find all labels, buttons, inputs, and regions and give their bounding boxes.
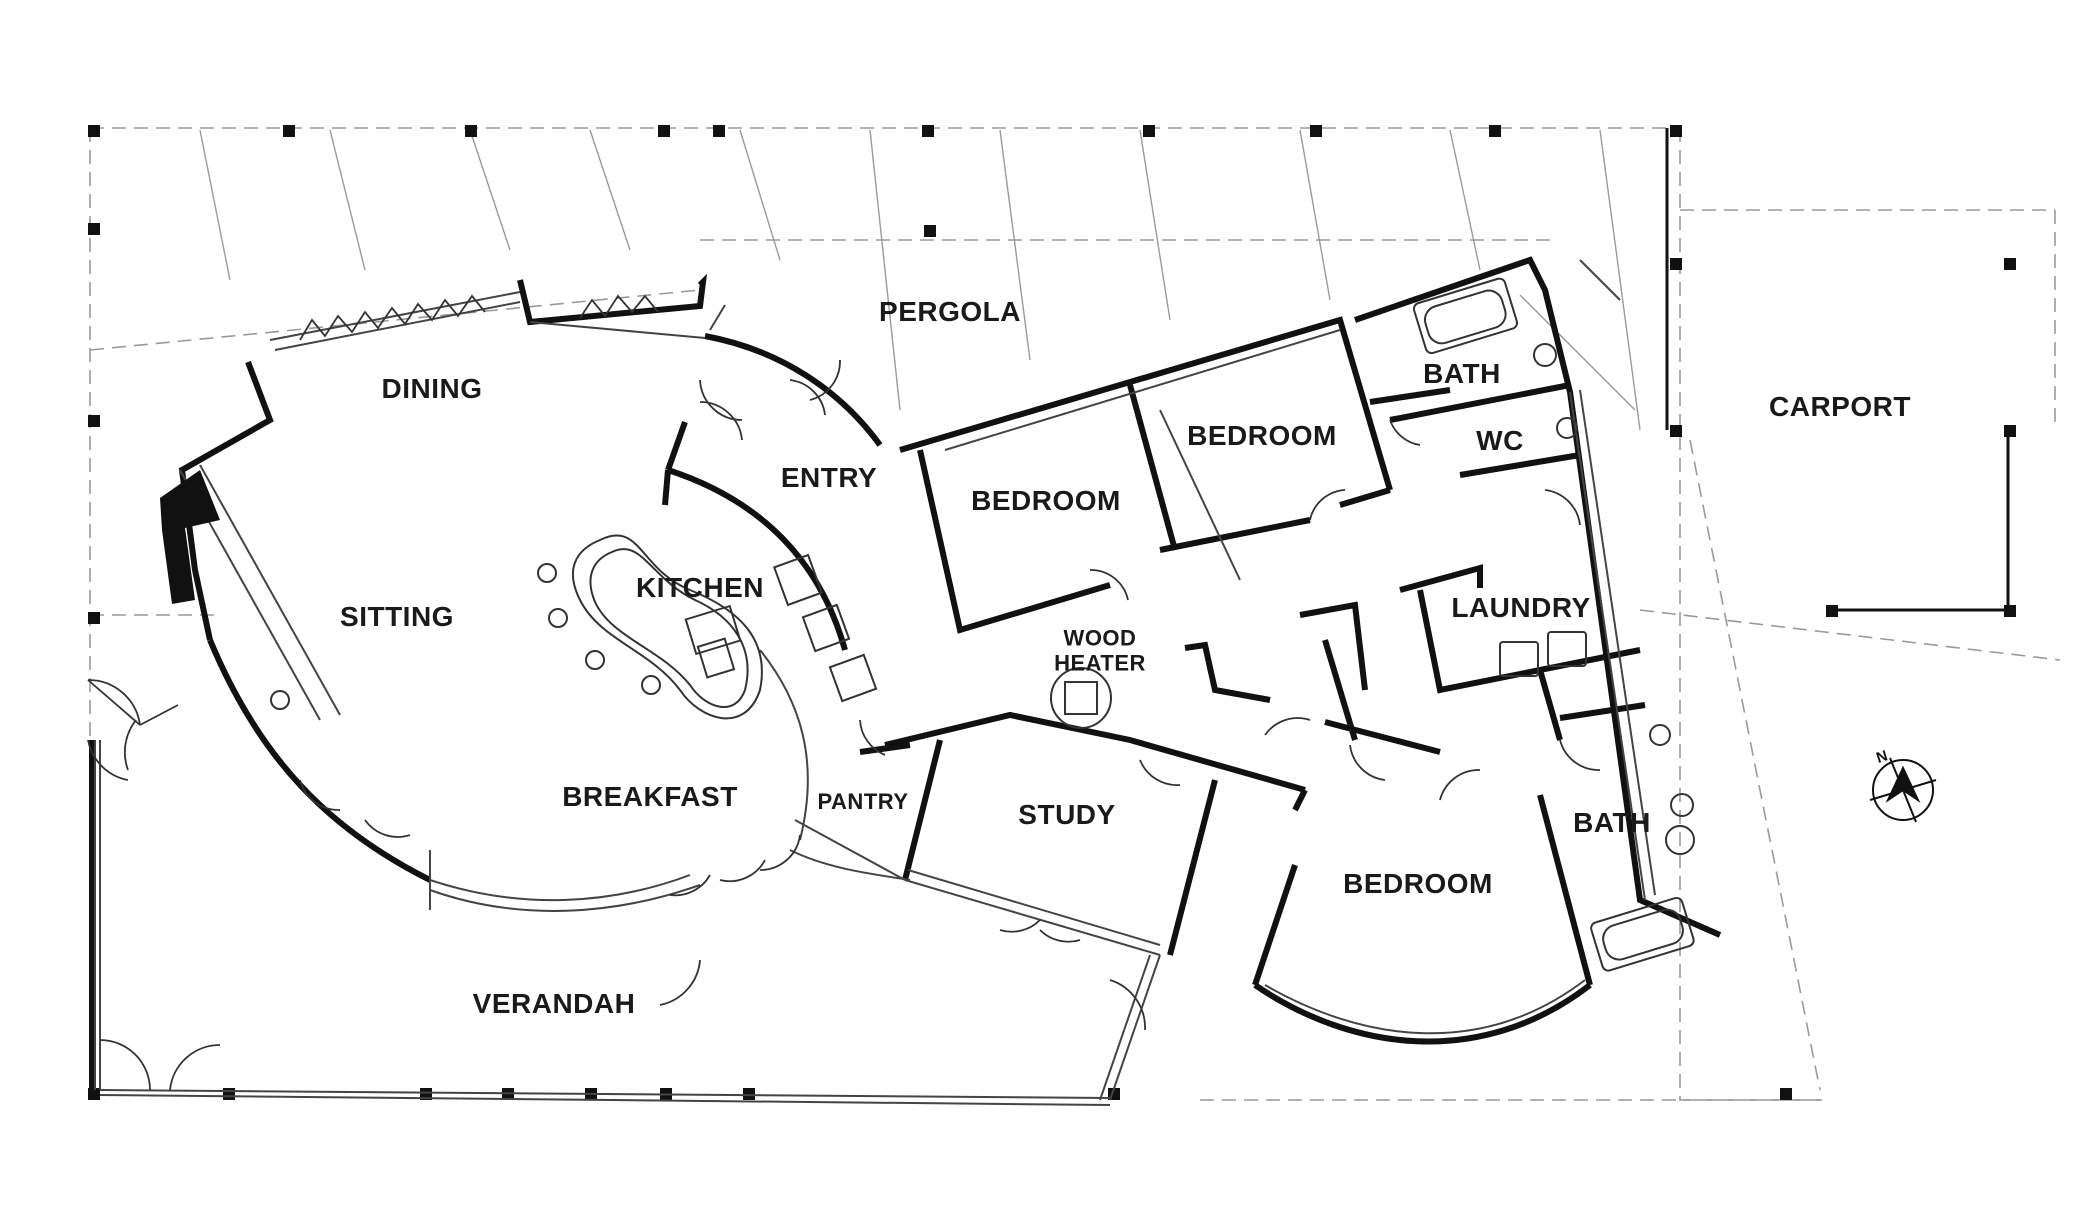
- bifold-doors: [299, 294, 659, 341]
- label-wood: WOOD: [1063, 625, 1137, 651]
- building-walls: [89, 256, 1722, 1093]
- label-kitchen: KITCHEN: [636, 572, 764, 603]
- label-bath-2: BATH: [1573, 807, 1651, 838]
- label-bath-1: BATH: [1423, 358, 1501, 389]
- doors: [87, 359, 1601, 1091]
- label-breakfast: BREAKFAST: [562, 781, 738, 812]
- label-wood-heater: WOOD HEATER: [1054, 626, 1146, 677]
- pergola-rafters: [199, 129, 1641, 431]
- label-study: STUDY: [1018, 799, 1116, 830]
- label-pergola: PERGOLA: [879, 296, 1021, 327]
- label-pantry: PANTRY: [817, 789, 909, 814]
- label-bedroom-3: BEDROOM: [1343, 868, 1493, 899]
- label-verandah: VERANDAH: [472, 988, 636, 1019]
- label-carport: CARPORT: [1769, 391, 1911, 422]
- fixtures: [270, 277, 1695, 972]
- label-heater: HEATER: [1054, 651, 1146, 676]
- label-dining: DINING: [381, 373, 483, 404]
- label-wc: WC: [1476, 425, 1524, 456]
- label-bedroom-1: BEDROOM: [971, 485, 1121, 516]
- feature-wall: [160, 470, 220, 604]
- label-bedroom-2: BEDROOM: [1187, 420, 1337, 451]
- roof-outline: [89, 127, 2061, 1101]
- compass: [1869, 757, 1937, 823]
- label-sitting: SITTING: [340, 601, 454, 632]
- label-laundry: LAUNDRY: [1451, 592, 1591, 623]
- label-entry: ENTRY: [780, 462, 878, 493]
- windows-thin-walls: [94, 259, 1656, 1106]
- posts: [88, 125, 2016, 1100]
- carport-edges: [1665, 128, 2010, 612]
